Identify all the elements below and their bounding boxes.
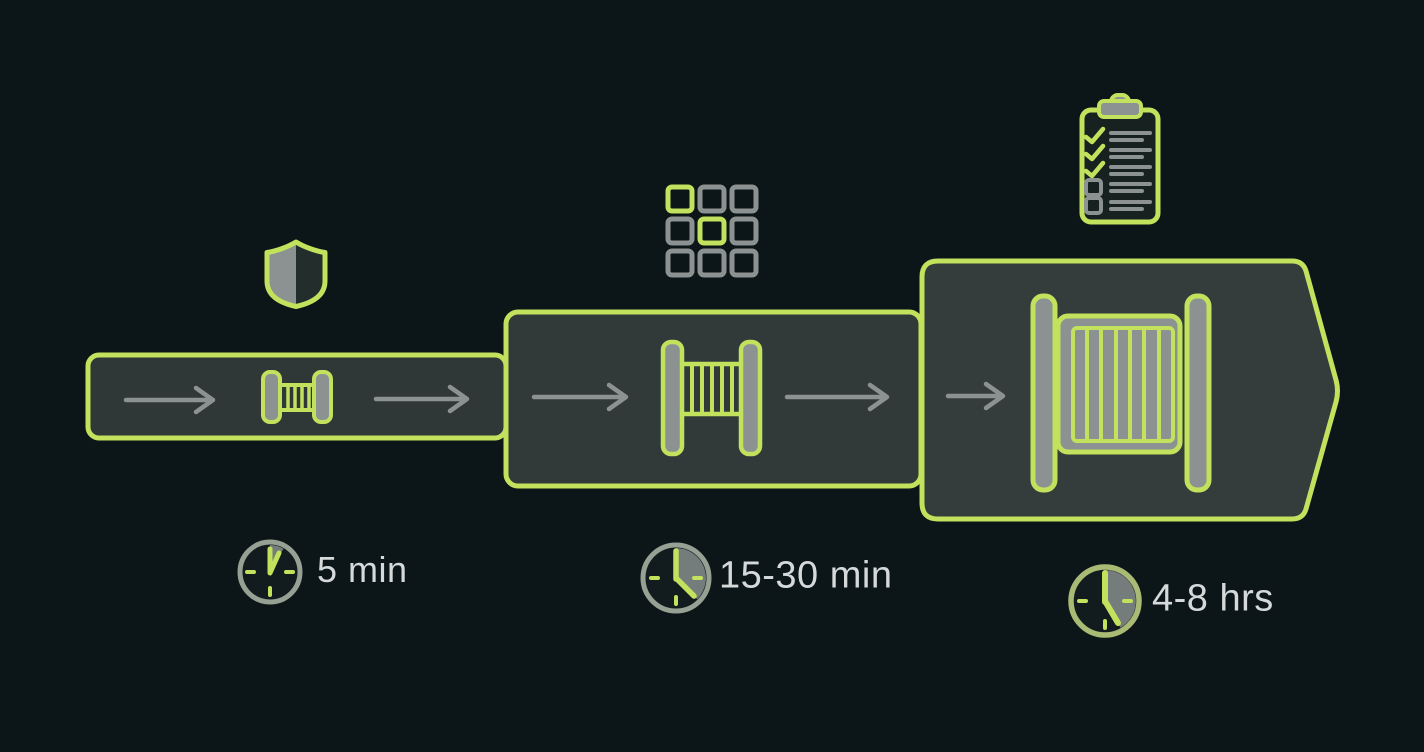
flow-arrow xyxy=(945,381,1006,411)
duration-label: 15-30 min xyxy=(719,554,893,597)
spool-icon-medium xyxy=(660,339,763,457)
flow-arrow xyxy=(123,385,216,415)
flow-arrow xyxy=(784,382,890,412)
duration-label: 5 min xyxy=(317,549,408,591)
clock-icon xyxy=(1068,564,1142,638)
spool-icon-small xyxy=(261,370,333,424)
flow-arrow xyxy=(531,382,629,412)
clock-icon xyxy=(640,542,712,614)
grid-icon xyxy=(665,184,759,278)
flow-arrows xyxy=(123,381,1006,415)
shield-icon xyxy=(267,242,325,307)
spool-icon-large xyxy=(1030,293,1212,493)
clock-icon xyxy=(237,539,303,605)
clipboard-checklist-icon xyxy=(1079,93,1161,225)
stage-1-segment xyxy=(85,352,509,441)
flow-arrow xyxy=(373,384,470,414)
duration-label: 4-8 hrs xyxy=(1152,577,1274,620)
